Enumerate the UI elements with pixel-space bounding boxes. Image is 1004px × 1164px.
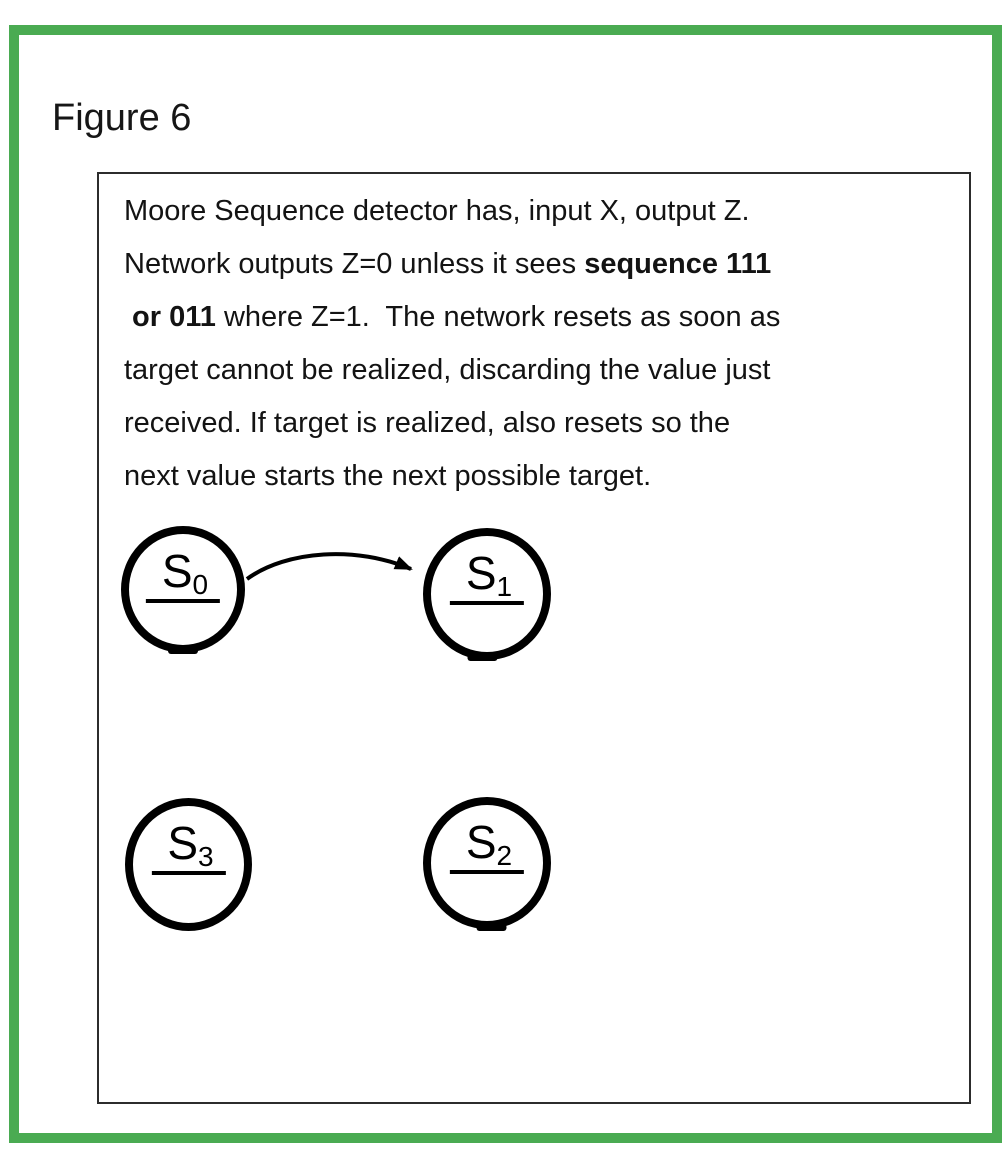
statement-line-6: next value starts the next possible targ…: [124, 450, 780, 503]
statement-segment: target cannot be realized, discarding th…: [124, 354, 771, 386]
figure-frame: Figure 6 Moore Sequence detector has, in…: [9, 25, 1002, 1143]
state-label-s3: S3: [151, 817, 226, 876]
statement-line-3: or 011 where Z=1. The network resets as …: [124, 291, 780, 344]
statement-segment: next value starts the next possible targ…: [124, 460, 652, 492]
stroke-artifact: [467, 654, 498, 661]
statement-line-5: received. If target is realized, also re…: [124, 397, 780, 450]
state-name: S: [161, 545, 193, 597]
state-label-s0: S0: [145, 545, 221, 604]
problem-statement-box: Moore Sequence detector has, input X, ou…: [97, 172, 971, 1104]
figure-title: Figure 6: [52, 97, 192, 139]
stroke-artifact: [168, 647, 198, 654]
stroke-artifact: [476, 924, 507, 931]
state-name: S: [465, 816, 497, 868]
state-name: S: [465, 547, 497, 599]
statement-segment: Network outputs Z=0 unless it sees: [124, 248, 585, 280]
statement-segment: received. If target is realized, also re…: [124, 407, 731, 439]
state-node-s3: S3: [125, 798, 252, 931]
statement-line-2: Network outputs Z=0 unless it sees seque…: [124, 238, 780, 291]
state-label-s1: S1: [449, 547, 525, 606]
problem-statement-text: Moore Sequence detector has, input X, ou…: [124, 185, 780, 503]
statement-segment-bold: sequence 111: [584, 248, 772, 280]
state-node-s0: S0: [121, 526, 245, 654]
state-subscript: 3: [198, 841, 214, 872]
statement-segment: where Z=1. The network resets as soon as: [215, 301, 781, 333]
statement-line-4: target cannot be realized, discarding th…: [124, 344, 780, 397]
state-label-s2: S2: [449, 816, 525, 875]
state-subscript: 0: [192, 569, 209, 600]
state-subscript: 1: [496, 571, 513, 602]
statement-segment-bold: or 011: [124, 301, 216, 333]
statement-segment: Moore Sequence detector has, input X, ou…: [124, 195, 750, 227]
state-node-s2: S2: [423, 797, 551, 931]
state-node-s1: S1: [423, 528, 551, 661]
transition-arrow-s0-s1: [245, 552, 413, 581]
statement-line-1: Moore Sequence detector has, input X, ou…: [124, 185, 780, 238]
state-subscript: 2: [496, 840, 513, 871]
state-name: S: [167, 817, 199, 869]
